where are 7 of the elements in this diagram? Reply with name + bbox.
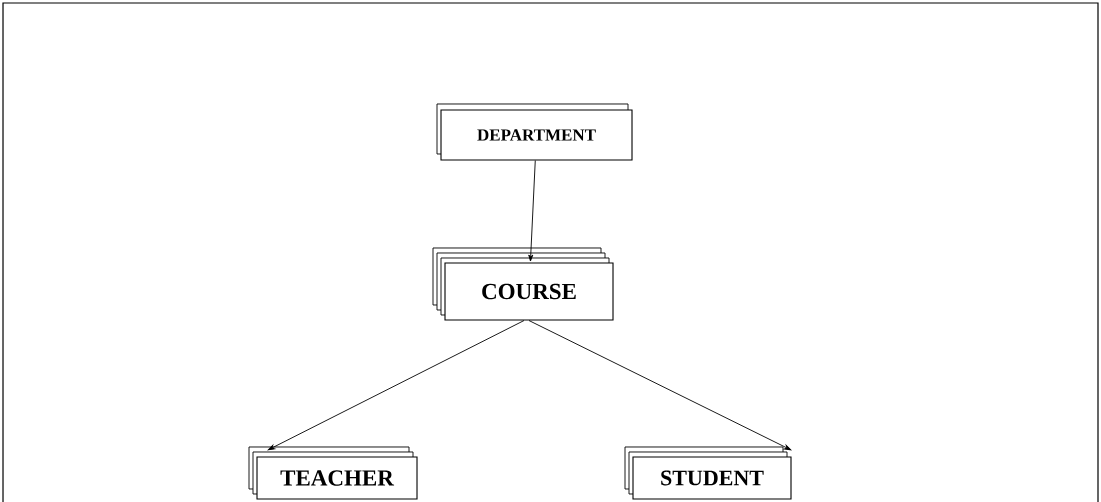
stacked-box: STUDENT bbox=[624, 446, 792, 500]
arrow bbox=[528, 320, 792, 451]
arrow bbox=[528, 160, 536, 262]
arrow bbox=[267, 320, 525, 451]
stacked-box: TEACHER bbox=[248, 446, 418, 500]
stacked-box: DEPARTMENT bbox=[436, 103, 633, 161]
stacked-box: COURSE bbox=[432, 247, 614, 321]
